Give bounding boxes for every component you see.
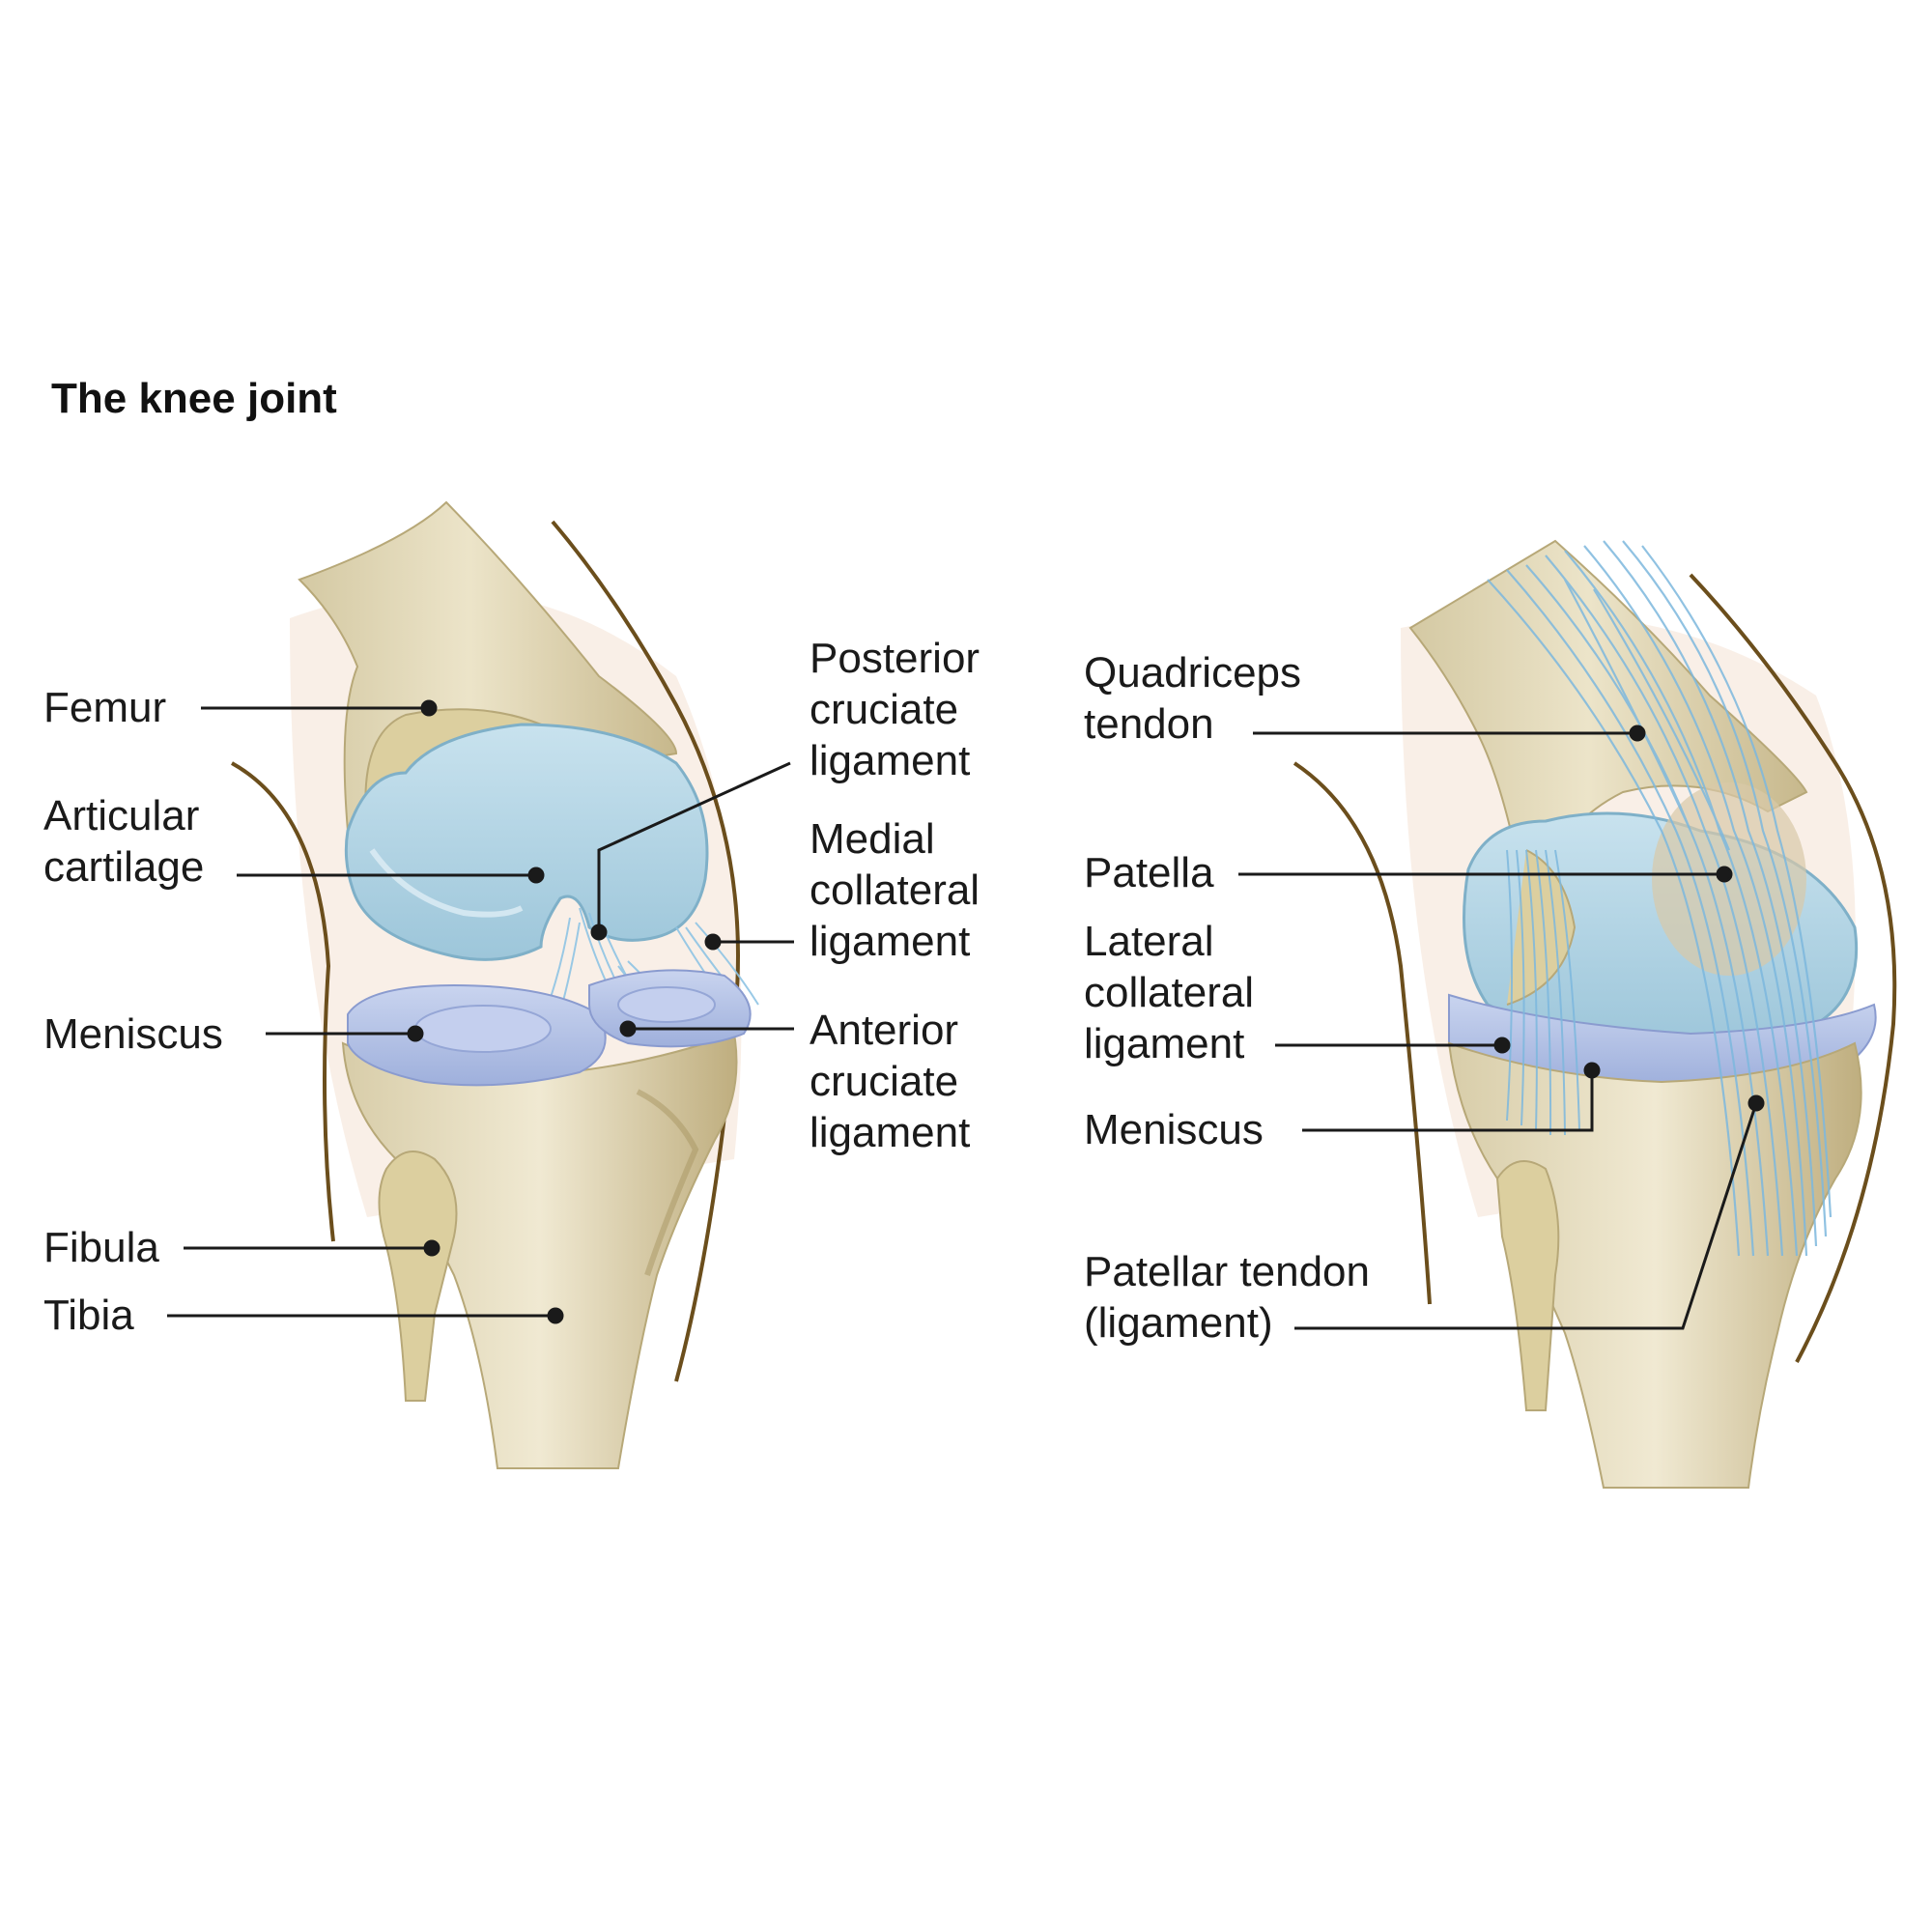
label-anterior-cruciate-line1: Anterior — [810, 1007, 959, 1054]
label-posterior-cruciate-line2: cruciate — [810, 686, 959, 733]
label-posterior-cruciate-line3: ligament — [810, 737, 971, 784]
label-patellar-tendon-line2: (ligament) — [1084, 1299, 1273, 1347]
label-lateral-collateral-line2: collateral — [1084, 969, 1255, 1016]
label-lateral-collateral-line1: Lateral — [1084, 918, 1214, 965]
label-lateral-collateral-ligament: Lateral collateral ligament — [1084, 916, 1254, 1069]
label-articular-cartilage-line2: cartilage — [43, 843, 205, 891]
label-anterior-cruciate-line2: cruciate — [810, 1058, 959, 1105]
label-patellar-tendon-line1: Patellar tendon — [1084, 1248, 1370, 1295]
label-articular-cartilage-line1: Articular — [43, 792, 200, 839]
label-patellar-tendon: Patellar tendon (ligament) — [1084, 1246, 1370, 1349]
label-medial-collateral-ligament: Medial collateral ligament — [810, 813, 980, 967]
left-knee-drawing — [231, 500, 759, 1469]
label-anterior-cruciate-ligament: Anterior cruciate ligament — [810, 1005, 970, 1158]
leader-lines — [167, 699, 1765, 1330]
label-medial-collateral-line3: ligament — [810, 918, 971, 965]
label-tibia: Tibia — [43, 1292, 134, 1339]
label-posterior-cruciate-ligament: Posterior cruciate ligament — [810, 633, 980, 786]
label-medial-collateral-line2: collateral — [810, 867, 980, 914]
label-patella: Patella — [1084, 849, 1214, 896]
label-quadriceps-tendon-line1: Quadriceps — [1084, 649, 1302, 696]
label-articular-cartilage: Articular cartilage — [43, 790, 204, 893]
label-posterior-cruciate-line1: Posterior — [810, 635, 980, 682]
label-anterior-cruciate-line3: ligament — [810, 1109, 971, 1156]
label-medial-collateral-line1: Medial — [810, 815, 935, 863]
right-knee-drawing — [1293, 539, 1897, 1489]
figure-title: The knee joint — [51, 375, 337, 422]
label-meniscus-right: Meniscus — [1084, 1106, 1264, 1153]
label-meniscus-left: Meniscus — [43, 1010, 223, 1058]
label-quadriceps-tendon-line2: tendon — [1084, 700, 1214, 748]
label-lateral-collateral-line3: ligament — [1084, 1020, 1245, 1067]
label-fibula: Fibula — [43, 1224, 159, 1271]
label-quadriceps-tendon: Quadriceps tendon — [1084, 647, 1301, 750]
label-femur: Femur — [43, 684, 167, 731]
